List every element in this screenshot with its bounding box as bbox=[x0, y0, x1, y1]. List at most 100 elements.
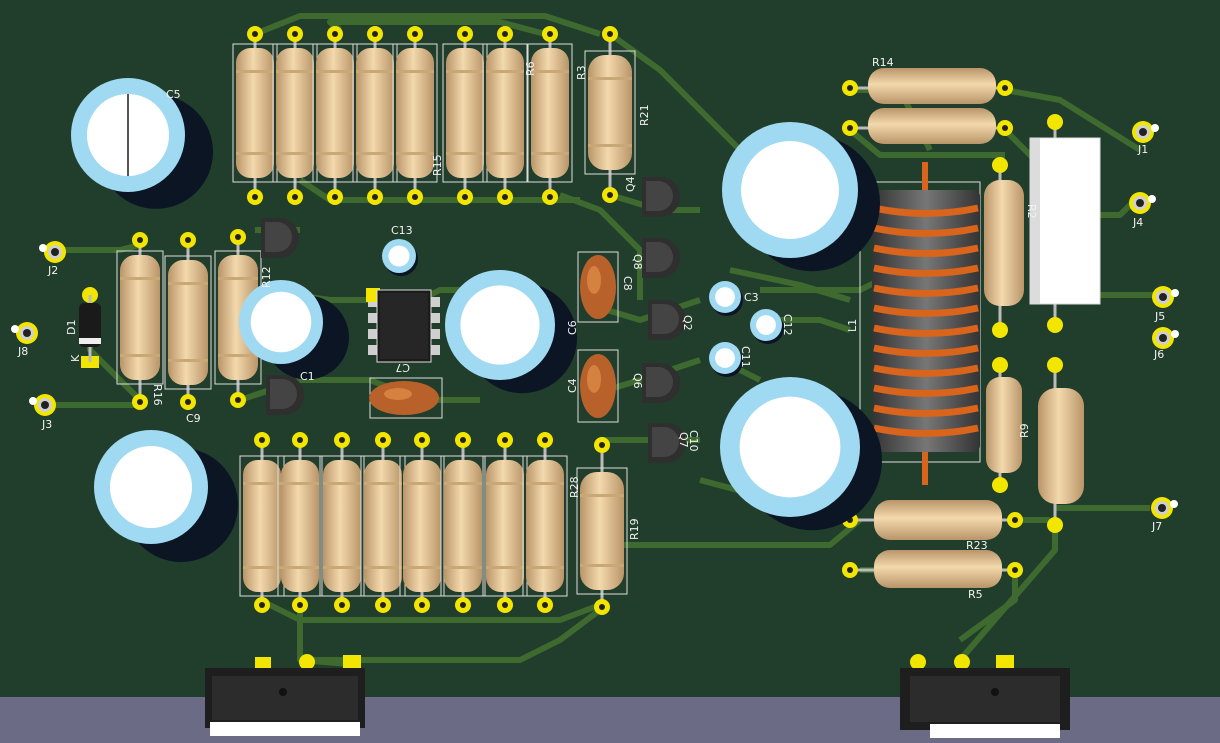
j5-pin bbox=[1152, 286, 1179, 308]
label-r15: R15 bbox=[431, 154, 444, 176]
left-resistor-1 bbox=[116, 232, 164, 410]
j6-pin bbox=[1152, 327, 1179, 349]
c12-capacitor bbox=[750, 309, 784, 344]
j7-pin bbox=[1151, 497, 1178, 519]
r5-resistor bbox=[842, 550, 1023, 588]
label-q8: Q8 bbox=[631, 254, 644, 270]
c1-capacitor bbox=[239, 280, 349, 380]
c11-capacitor bbox=[709, 342, 743, 377]
q8-transistor bbox=[642, 238, 680, 278]
label-k: K bbox=[69, 354, 82, 362]
label-j8: J8 bbox=[17, 345, 28, 358]
label-j2: J2 bbox=[47, 264, 58, 277]
r14b-resistor bbox=[842, 108, 1013, 144]
ic-pin-right-1 bbox=[429, 297, 440, 307]
r21-resistor bbox=[584, 26, 636, 203]
label-q2: Q2 bbox=[681, 315, 694, 331]
label-c11: C11 bbox=[739, 346, 752, 368]
top-resistor-7 bbox=[482, 26, 528, 205]
c7-electrolytic bbox=[445, 270, 577, 394]
ic-pin-left-3 bbox=[368, 329, 379, 339]
coil-turn-1 bbox=[873, 204, 979, 217]
label-r2: R2 bbox=[1025, 204, 1038, 219]
bottom-resistor-6 bbox=[440, 432, 486, 613]
terminal-block-right bbox=[900, 654, 1070, 738]
label-r14: R14 bbox=[872, 56, 894, 69]
power-resistor-block bbox=[1029, 114, 1101, 333]
inductor-l1 bbox=[859, 162, 981, 485]
diode-d1 bbox=[79, 287, 101, 368]
left-resistor-2 bbox=[164, 232, 212, 410]
label-j4: J4 bbox=[1132, 216, 1143, 229]
label-c5: C5 bbox=[166, 88, 181, 101]
j2-pin bbox=[39, 241, 66, 263]
ic-pin-left-4 bbox=[368, 345, 379, 355]
top-resistor-1 bbox=[232, 26, 278, 205]
transistors bbox=[261, 177, 686, 463]
bottom-resistor-7 bbox=[482, 432, 528, 613]
q4-transistor bbox=[642, 177, 680, 217]
electrolytic-caps bbox=[71, 78, 882, 562]
top-resistor-6 bbox=[442, 26, 488, 205]
coil-turn-12 bbox=[873, 424, 979, 437]
label-r12: R12 bbox=[260, 266, 273, 288]
small-caps bbox=[382, 239, 784, 377]
label-c4: C4 bbox=[566, 378, 579, 393]
ic-pin-right-4 bbox=[429, 345, 440, 355]
label-j6: J6 bbox=[1153, 348, 1164, 361]
q6-transistor bbox=[642, 363, 680, 403]
c8-electrolytic bbox=[722, 122, 880, 272]
bottom-resistor-3 bbox=[319, 432, 365, 613]
r2-resistor bbox=[984, 157, 1024, 338]
label-r9: R9 bbox=[1018, 423, 1031, 438]
label-c9: C9 bbox=[186, 412, 201, 425]
r23-resistor bbox=[842, 500, 1023, 540]
coil-turn-3 bbox=[873, 244, 979, 257]
label-c1: C1 bbox=[300, 370, 315, 383]
coil-turn-7 bbox=[873, 324, 979, 337]
label-j1: J1 bbox=[1137, 143, 1148, 156]
label-c12: C12 bbox=[781, 314, 794, 336]
bottom-resistor-8 bbox=[522, 432, 568, 613]
label-d1: D1 bbox=[65, 320, 78, 335]
label-q4: Q4 bbox=[624, 176, 637, 192]
coil-turn-6 bbox=[873, 304, 979, 317]
label-c3: C3 bbox=[744, 291, 759, 304]
coil-turn-2 bbox=[873, 224, 979, 237]
bottom-resistor-1 bbox=[239, 432, 285, 613]
c5-capacitor bbox=[71, 78, 213, 209]
q-upper-left-transistor bbox=[261, 218, 299, 258]
label-c8: C8 bbox=[621, 276, 634, 291]
label-j5: J5 bbox=[1154, 310, 1165, 323]
label-r28: R28 bbox=[568, 476, 581, 498]
c6-capacitor bbox=[577, 251, 619, 323]
label-r19: R19 bbox=[628, 518, 641, 540]
label-r6: R6 bbox=[524, 61, 537, 76]
bottom-resistor-row bbox=[239, 432, 628, 615]
r-large-right-resistor bbox=[1038, 357, 1084, 533]
q2-transistor bbox=[648, 300, 686, 340]
coil-turn-11 bbox=[873, 404, 979, 417]
c7-capacitor bbox=[369, 377, 443, 419]
label-l1: L1 bbox=[846, 319, 859, 332]
coil-turn-10 bbox=[873, 384, 979, 397]
c13-capacitor bbox=[382, 239, 418, 276]
j1-pin bbox=[1132, 121, 1159, 143]
r19-resistor bbox=[576, 437, 628, 615]
label-j7: J7 bbox=[1151, 520, 1162, 533]
label-r16: R16 bbox=[151, 384, 164, 406]
top-resistor-3 bbox=[312, 26, 358, 205]
bottom-resistor-2 bbox=[277, 432, 323, 613]
silkscreen-labels: C5 C13 C1 C9 C7 C6 C8 C4 C3 C11 C12 C10 … bbox=[17, 56, 1165, 601]
q7-transistor bbox=[648, 423, 686, 463]
c9-capacitor bbox=[94, 430, 238, 562]
ic-pin-right-3 bbox=[429, 329, 440, 339]
top-resistor-2 bbox=[272, 26, 318, 205]
label-q6: Q6 bbox=[631, 373, 644, 389]
label-c10: C10 bbox=[687, 430, 700, 452]
c4-capacitor bbox=[577, 349, 619, 423]
top-resistor-5 bbox=[392, 26, 438, 205]
coil-turn-4 bbox=[873, 264, 979, 277]
